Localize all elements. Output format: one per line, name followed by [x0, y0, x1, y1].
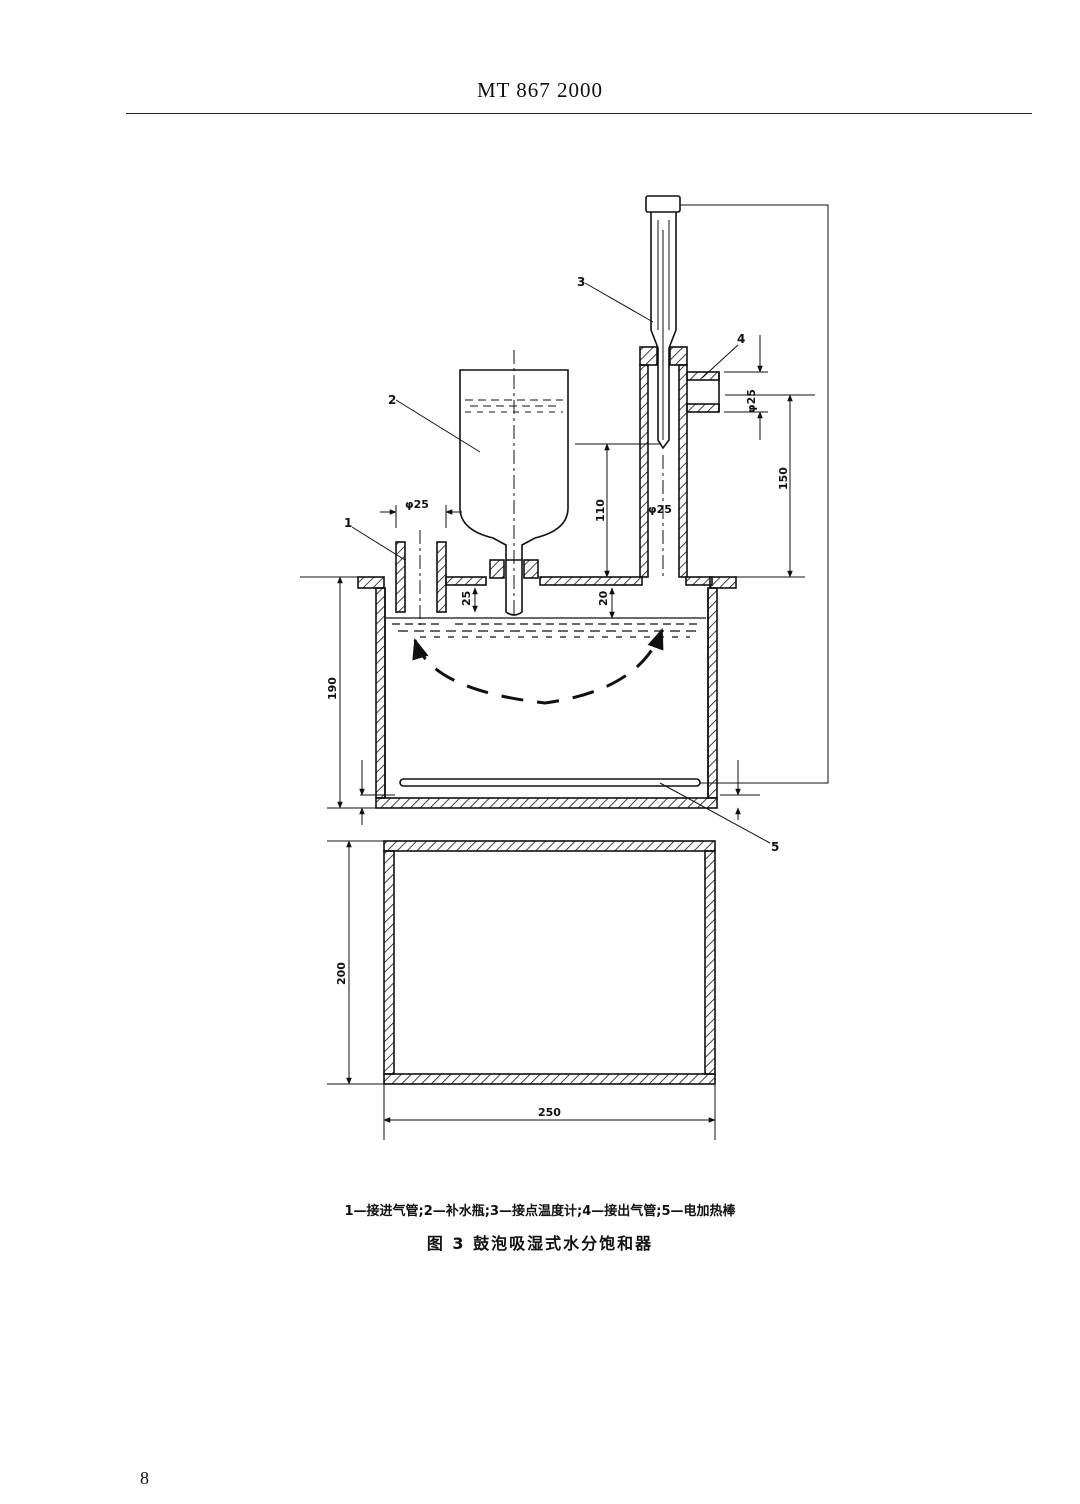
dim-outlet-dia: φ25 [745, 389, 758, 413]
callout-5: 5 [771, 840, 779, 854]
container-elevation [357, 576, 737, 809]
container-plan [383, 840, 716, 1085]
refill-bottle [459, 350, 569, 616]
document-header: MT 867 2000 [476, 78, 604, 102]
figure-title: 图 3 鼓泡吸湿式水分饱和器 [426, 1234, 654, 1253]
dim-inlet-dia: φ25 [405, 498, 429, 511]
dim-20: 20 [597, 590, 610, 606]
water-body [386, 617, 706, 638]
thermometer-assembly [639, 195, 720, 578]
dim-150: 150 [777, 467, 790, 490]
figure-legend: 1—接进气管;2—补水瓶;3—接点温度计;4—接出气管;5—电加热棒 [344, 1204, 736, 1219]
callout-2: 2 [388, 393, 396, 407]
dim-110: 110 [594, 499, 607, 522]
header-rule [126, 113, 1032, 114]
dim-tube-dia: φ25 [648, 503, 672, 516]
dim-25: 25 [460, 591, 473, 606]
callout-4: 4 [737, 332, 745, 346]
page-number: 8 [140, 1468, 149, 1488]
dim-200: 200 [335, 962, 348, 985]
dimension-lines [300, 204, 829, 1140]
dim-250: 250 [538, 1106, 561, 1119]
heater-rod [399, 778, 701, 787]
callout-3: 3 [577, 275, 585, 289]
inlet-pipe [395, 530, 447, 625]
circulation-arrows [412, 628, 664, 705]
dim-190: 190 [326, 677, 339, 700]
callout-1: 1 [344, 516, 352, 530]
